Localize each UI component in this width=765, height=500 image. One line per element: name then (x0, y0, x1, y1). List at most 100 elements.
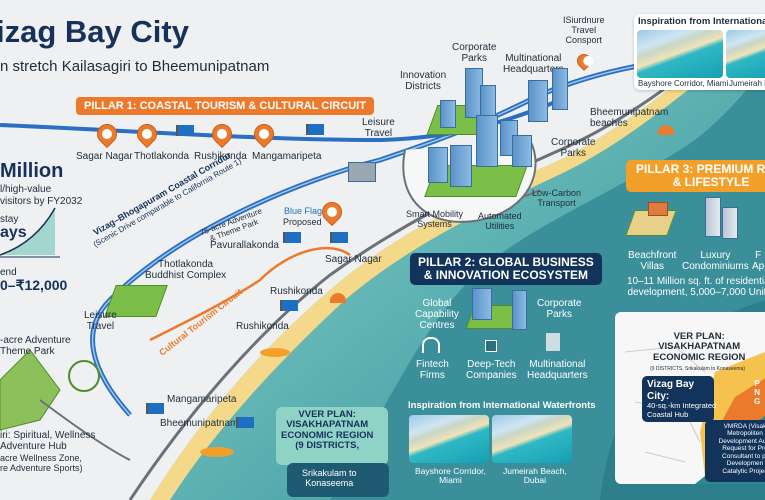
corporate-parks-top-label: Corporate Parks (452, 42, 497, 64)
left-road (39, 399, 131, 461)
building-icon (528, 80, 548, 122)
villa-icon (648, 202, 668, 216)
pillar-3-banner: PILLAR 3: PREMIUM RESIDE & LIFESTYLE (626, 160, 765, 193)
stay-label: stay (0, 214, 19, 225)
condominium-icon (705, 197, 721, 237)
kayak-icon (200, 447, 234, 457)
inspiration-bottom-caption-2: Jumeirah Beach, Dubai (503, 466, 567, 486)
inspiration-bottom-title: Inspiration from International Waterfron… (408, 400, 596, 411)
smart-mobility-label: Smart Mobility Systems (406, 209, 464, 229)
page-title: izag Bay City (0, 14, 189, 49)
travel-transport-label: ISiurdnure Travel Consport (563, 15, 605, 45)
automated-utilities-label: Automated Utilities (478, 211, 522, 231)
building-icon (512, 290, 527, 330)
bheemunipatnam-label: Bheemunipatnam (160, 418, 239, 429)
inspiration-bottom-caption-1: Bayshore Corridor, Miami (415, 466, 486, 486)
pillar-2-banner: PILLAR 2: GLOBAL BUSINESS & INNOVATION E… (410, 253, 602, 286)
region-map-sub: (9 DISTRICTS, Srikakulam to Konaseema) (650, 366, 746, 372)
pillar-2-corporate-parks: Corporate Parks (537, 298, 582, 320)
site-rushikonda: Rushikonda (194, 151, 247, 162)
leisure-travel-top: Leisure Travel (362, 117, 395, 139)
bheemunipatnam-beaches-label: Bheemunipatnam beaches (590, 107, 669, 129)
proposed-label: Proposed (283, 217, 322, 227)
adventure-park-left: -acre Adventure Theme Park (0, 335, 71, 357)
chip-icon (485, 340, 497, 352)
parasail-icon (330, 293, 346, 303)
ver-plan-sub-card: Srikakulam to Konaseema (287, 463, 389, 497)
beachfront-villas-label: Beachfront Villas (628, 250, 677, 272)
building-icon (552, 68, 568, 110)
building-icon (450, 145, 472, 187)
kailasagiri-sub: acre Wellness Zone, re Adventure Sports) (0, 453, 83, 473)
ver-plan-card: VVER PLAN: VISAKHAPATNAM ECONOMIC REGION… (276, 407, 388, 465)
luxury-condominiums-label: Luxury Condominiums (682, 250, 749, 272)
visitors-value: Million (0, 160, 64, 182)
photo-jumeirah-dubai (492, 415, 572, 463)
blue-flag-icon (236, 417, 254, 428)
pillar-2-fintech: Fintech Firms (416, 359, 449, 381)
spend-label: end (0, 267, 17, 278)
building-icon (476, 115, 498, 167)
pillar-2-deep-tech: Deep-Tech Companies (466, 359, 517, 381)
pavurallakonda-label: Pavurallakonda (210, 240, 279, 251)
site-mangamaripeta: Mangamaripeta (252, 151, 322, 162)
building-icon (480, 85, 496, 117)
pillar-1-banner: PILLAR 1: COASTAL TOURISM & CULTURAL CIR… (76, 97, 374, 115)
office-building-icon (546, 333, 560, 351)
building-icon (440, 100, 456, 128)
building-icon (512, 135, 532, 167)
stay-value: ays (0, 224, 27, 241)
pillar-2-gcc: Global Capability Centres (415, 298, 459, 331)
condominium-icon (722, 207, 738, 239)
growth-chart-icon (0, 207, 60, 258)
blue-flag-icon (280, 300, 298, 311)
pillar-3-item-3-label: F Ap (752, 250, 765, 272)
innovation-districts-label: Innovation Districts (400, 70, 447, 92)
pillar-2-multinational-hq: Multinational Headquarters (527, 359, 588, 381)
inspiration-top-caption-2: Jumeirah B (729, 79, 765, 88)
pillar-3-stat: 10–11 Million sq. ft. of residential dev… (627, 276, 765, 298)
thotlakonda-complex-label: Thotlakonda Buddhist Complex (145, 259, 227, 281)
inspiration-top-title: Inspiration from International W (638, 16, 765, 27)
rushikonda-label-2: Rushikonda (236, 321, 289, 332)
low-carbon-label: Low-Carbon Transport (532, 188, 582, 208)
visitors-desc-2: visitors by FY2032 (0, 196, 83, 207)
blue-flag-icon (306, 124, 324, 135)
kailasagiri-label: iri: Spiritual, Wellness Adventure Hub (0, 430, 96, 452)
blue-flag-label: Blue Flag (284, 206, 323, 216)
region-map-title: VER PLAN: VISAKHAPATNAM ECONOMIC REGION (653, 331, 746, 363)
coastal-road (128, 13, 765, 500)
blue-flag-icon (330, 232, 348, 243)
blue-flag-icon (283, 232, 301, 243)
region-side-text: P N G (754, 379, 761, 406)
mangamaripeta-label: Mangamaripeta (167, 394, 237, 405)
rushikonda-label-1: Rushikonda (270, 286, 323, 297)
building-icon (472, 288, 492, 320)
callout-text: 40-sq.-km Integrated Coastal Hub (647, 401, 717, 419)
ver-plan-title: VVER PLAN: VISAKHAPATNAM ECONOMIC REGION… (281, 409, 374, 452)
station-icon (348, 162, 376, 182)
photo-bayshore-miami (409, 415, 489, 463)
callout-title: Vizag Bay City: (647, 379, 695, 402)
leisure-travel-left: Leisure Travel (84, 310, 117, 332)
corporate-parks-mid-label: Corporate Parks (551, 137, 596, 159)
site-thotlakonda: Thotlakonda (134, 151, 190, 162)
photo-bayshore-miami (637, 30, 723, 78)
sagar-nagar-label: Sagar Nagar (325, 254, 382, 265)
parasail-icon (658, 125, 674, 135)
inspiration-top-caption-1: Bayshore Corridor, Miami (638, 79, 729, 88)
inspiration-card-top: Inspiration from International W Bayshor… (634, 14, 765, 90)
vizag-bay-callout: Vizag Bay City: 40-sq.-km Integrated Coa… (642, 376, 717, 423)
blue-flag-icon (146, 403, 164, 414)
fintech-icon (422, 337, 440, 353)
cultural-tourism-route (149, 246, 351, 342)
multinational-hq-top-label: Multinational Headquarters (503, 53, 564, 75)
beach (150, 20, 765, 500)
vmrda-box: VMRDA (Visak Metropoliten Development Au… (705, 420, 765, 482)
kayak-icon (260, 348, 290, 357)
page-subtitle: n stretch Kailasagiri to Bheemunipatnam (0, 58, 270, 75)
visitors-desc-1: l/high-value (0, 184, 52, 195)
building-icon (428, 147, 448, 183)
blue-flag-icon (176, 125, 194, 136)
site-sagar-nagar: Sagar Nagar (76, 151, 133, 162)
